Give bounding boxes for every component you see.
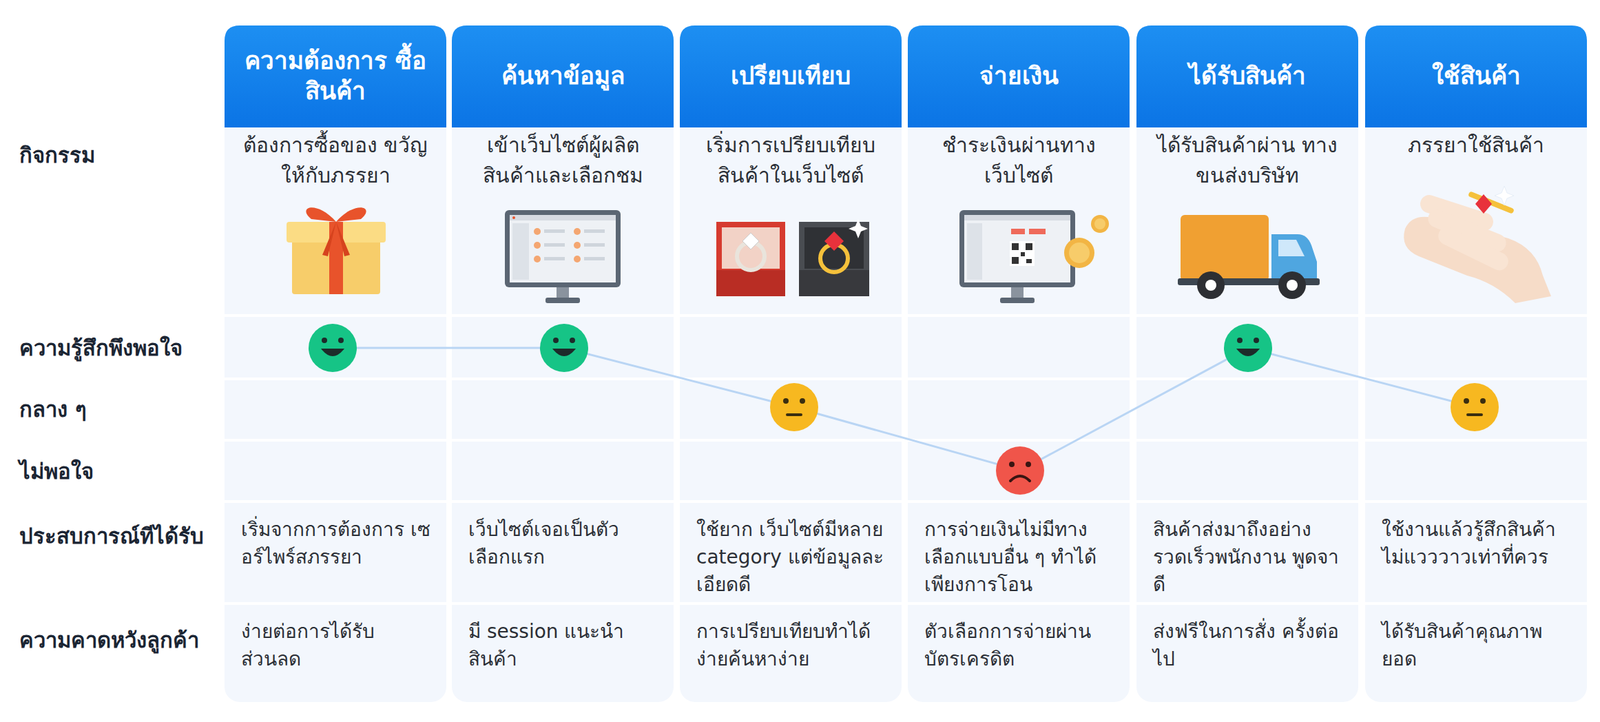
activity-text: เข้าเว็บไซต์ผู้ผลิต สินค้าและเลือกชม <box>461 130 664 191</box>
experience-text: เว็บไซต์เจอเป็นตัว เลือกแรก <box>468 515 664 571</box>
row-separators <box>220 314 1592 605</box>
experience-text: การจ่ายเงินไม่มีทาง เลือกแบบอื่น ๆ ทำได้… <box>924 515 1120 599</box>
stage-column: เปรียบเทียบเริ่มการเปรียบเทียบ สินค้าในเ… <box>679 25 902 702</box>
activity-text: ภรรยาใช้สินค้า <box>1374 130 1578 161</box>
monitor-illustration <box>504 210 621 304</box>
experience-text: สินค้าส่งมาถึงอย่าง รวดเร็วพนักงาน พูดจา… <box>1152 515 1349 599</box>
truck-illustration <box>1177 214 1320 299</box>
stage-column: ค้นหาข้อมูลเข้าเว็บไซต์ผู้ผลิต สินค้าและ… <box>451 25 674 702</box>
row-label: กลาง ๆ <box>19 395 87 423</box>
stage-header: ความต้องการ ซื้อสินค้า <box>231 25 440 128</box>
expectation-text: ส่งฟรีในการสั่ง ครั้งต่อไป <box>1152 617 1349 673</box>
expectation-text: ตัวเลือกการจ่ายผ่าน บัตรเครดิต <box>924 617 1120 673</box>
stage-column: จ่ายเงินชำระเงินผ่านทาง เว็บไซต์การจ่ายเ… <box>907 25 1130 702</box>
activity-text: ต้องการซื้อของ ขวัญให้กับภรรยา <box>234 130 437 191</box>
payment-illustration <box>959 210 1109 304</box>
neutral-face <box>770 382 819 432</box>
activity-text: ได้รับสินค้าผ่าน ทางขนส่งบริษัท <box>1146 130 1349 191</box>
experience-text: ใช้งานแล้วรู้สึกสินค้า ไม่แวววาวเท่าที่ค… <box>1381 515 1578 571</box>
stage-header: จ่ายเงิน <box>914 25 1123 128</box>
stage-header: ค้นหาข้อมูล <box>458 25 667 128</box>
expectation-text: มี session แนะนำสินค้า <box>468 617 664 673</box>
activity-text: เริ่มการเปรียบเทียบ สินค้าในเว็บไซต์ <box>689 130 892 191</box>
gift-illustration <box>286 207 386 295</box>
row-label: ประสบการณ์ทีได้รับ <box>19 522 204 550</box>
experience-text: ใช้ยาก เว็บไซต์มีหลาย category แต่ข้อมูล… <box>696 515 892 599</box>
experience-text: เริ่มจากการต้องการ เซอร์ไพร์สภรรยา <box>241 515 437 571</box>
row-label: ความคาดหวังลูกค้า <box>19 626 200 654</box>
row-label: กิจกรรม <box>19 141 96 169</box>
happy-face <box>308 323 357 372</box>
neutral-face <box>1450 382 1499 432</box>
stage-column: ได้รับสินค้าได้รับสินค้าผ่าน ทางขนส่งบริ… <box>1136 25 1359 702</box>
stage-column: ความต้องการ ซื้อสินค้าต้องการซื้อของ ขวั… <box>224 25 447 702</box>
happy-face <box>539 323 589 372</box>
expectation-text: ง่ายต่อการได้รับ ส่วนลด <box>241 617 437 673</box>
stage-column: ใช้สินค้าภรรยาใช้สินค้าใช้งานแล้วรู้สึกส… <box>1365 25 1587 702</box>
stage-header: ได้รับสินค้า <box>1143 25 1352 128</box>
stage-header: ใช้สินค้า <box>1372 25 1581 128</box>
row-label: ไม่พอใจ <box>19 457 94 485</box>
activity-text: ชำระเงินผ่านทาง เว็บไซต์ <box>917 130 1120 191</box>
emotion-line <box>332 347 1475 471</box>
column-panels <box>224 25 1587 702</box>
expectation-text: การเปรียบเทียบทำได้ ง่ายค้นหาง่าย <box>696 617 892 673</box>
hand-illustration <box>1403 185 1552 304</box>
happy-face <box>1223 323 1273 372</box>
rings-illustration <box>716 219 870 297</box>
stage-header: เปรียบเทียบ <box>686 25 895 128</box>
expectation-text: ได้รับสินค้าคุณภาพ ยอด <box>1381 617 1578 673</box>
sad-face <box>995 446 1045 495</box>
column-headers <box>224 25 1587 128</box>
row-label: ความรู้สึกพึงพอใจ <box>19 334 183 362</box>
